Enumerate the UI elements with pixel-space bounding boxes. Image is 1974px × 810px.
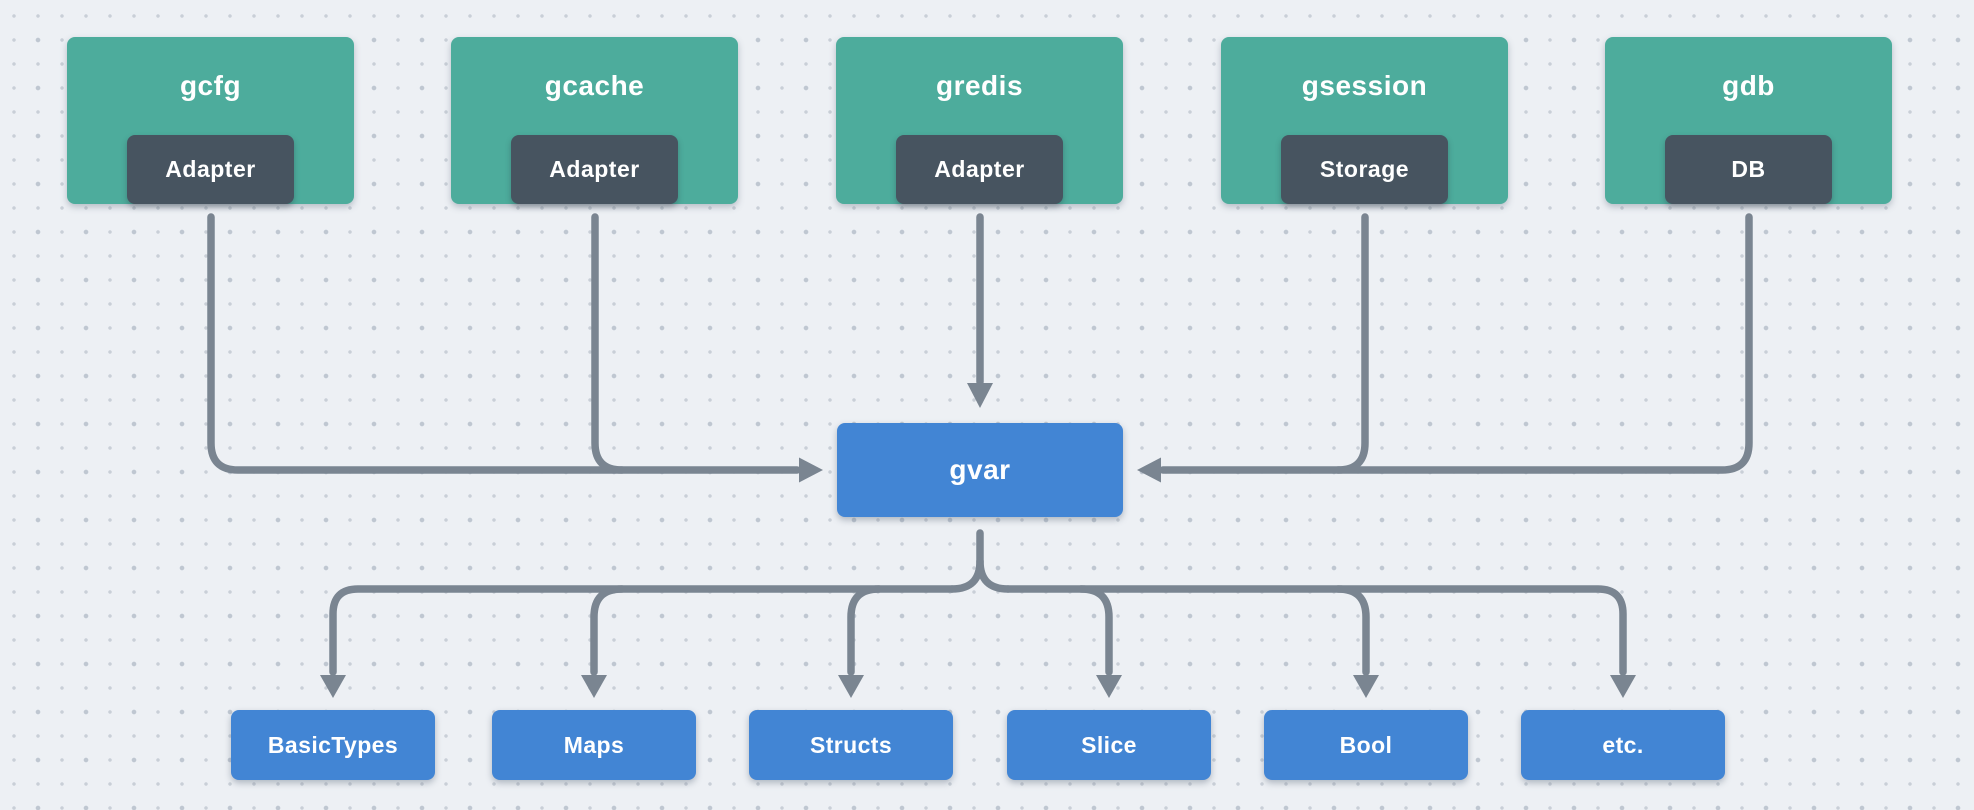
node-slice-label: Slice [1081,731,1137,758]
node-gcache: gcache Adapter [451,37,738,204]
node-structs-label: Structs [809,731,893,758]
node-etc-label: etc. [1602,731,1644,758]
node-basictypes-label: BasicTypes [267,731,399,758]
node-gsession-label: gsession [1301,70,1428,101]
edge-gcache-to-gvar [591,213,626,474]
arrowhead-into-gvar-right [1137,457,1161,483]
edge-gsession-to-gvar [1334,213,1369,474]
node-gvar-label: gvar [949,454,1011,485]
node-gredis: gredis Adapter [836,37,1123,204]
node-bool: Bool [1264,710,1468,780]
node-basictypes: BasicTypes [231,710,435,780]
node-gdb-badge: DB [1665,135,1832,204]
node-gdb-label: gdb [1722,70,1775,101]
arrowhead-into-gvar-top [967,383,993,408]
arrowhead-into-structs [838,675,864,698]
node-gsession: gsession Storage [1221,37,1508,204]
edge-gvar-to-slice [1077,585,1113,676]
node-gredis-label: gredis [935,70,1024,101]
node-maps: Maps [492,710,696,780]
edge-gvar-to-structs [847,585,883,676]
edge-gvar-to-bool [1334,585,1370,676]
node-gdb: gdb DB [1605,37,1892,204]
node-gcfg: gcfg Adapter [67,37,354,204]
node-gcfg-label: gcfg [179,70,242,101]
edge-gvar-fanout-stub-right [976,557,1012,593]
node-gredis-badge: Adapter [896,135,1063,204]
node-gsession-badge: Storage [1281,135,1448,204]
node-gvar: gvar [837,423,1123,517]
arrowhead-into-bool [1353,675,1379,698]
node-gcache-badge: Adapter [511,135,678,204]
arrowhead-into-slice [1096,675,1122,698]
node-etc: etc. [1521,710,1725,780]
arrowhead-into-gvar-left [799,457,823,483]
edge-gcfg-to-gvar [207,213,801,474]
edge-gvar-fanout-stub-left [948,529,984,593]
node-bool-label: Bool [1339,731,1393,758]
arrowhead-into-basictypes [320,675,346,698]
node-structs: Structs [749,710,953,780]
edge-gdb-to-gvar [1159,213,1753,474]
node-slice: Slice [1007,710,1211,780]
arrowhead-into-maps [581,675,607,698]
node-maps-label: Maps [563,731,625,758]
edge-gvar-to-etc [1004,585,1627,676]
edge-gvar-to-maps [590,585,626,676]
arrowhead-into-etc [1610,675,1636,698]
node-gcache-label: gcache [544,70,645,101]
edge-gvar-to-basictypes [329,585,956,676]
node-gcfg-badge: Adapter [127,135,294,204]
